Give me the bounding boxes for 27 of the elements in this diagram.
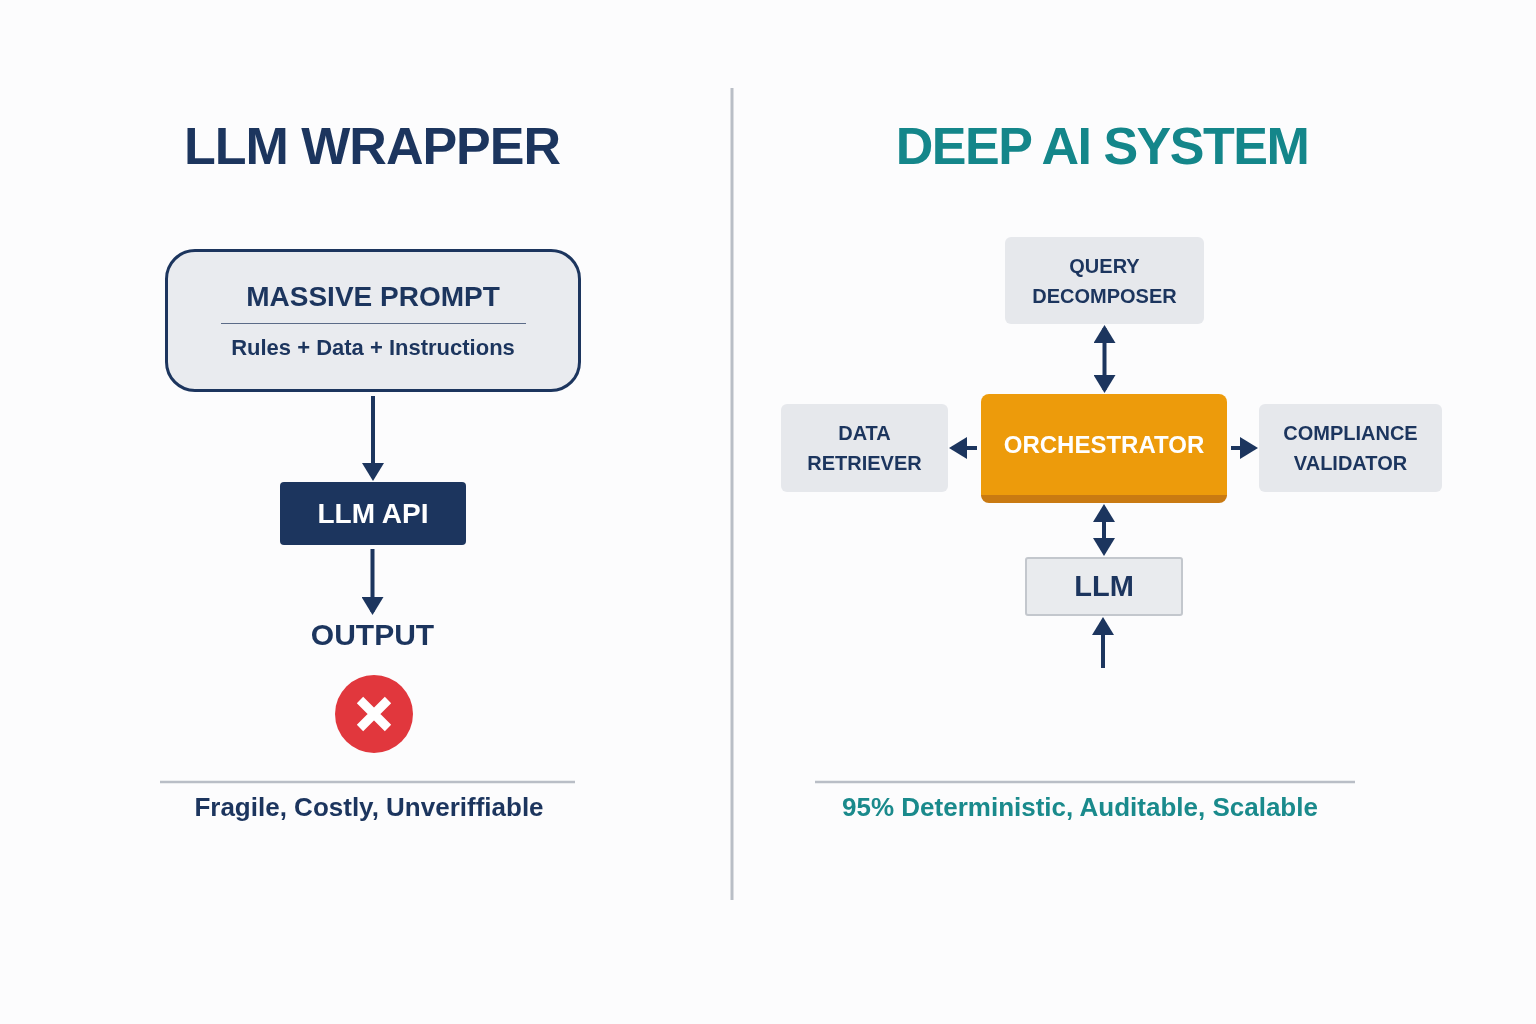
section-title: DEEP AI SYSTEM (895, 116, 1309, 176)
orchestrator-box (981, 394, 1227, 503)
section-title: LLM WRAPPER (183, 116, 561, 176)
box-label: ORCHESTRATOR (1003, 430, 1205, 459)
arrow (361, 549, 384, 615)
module-box (1005, 237, 1204, 324)
prompt-box (165, 249, 581, 392)
process-box (280, 482, 466, 545)
box-label: LLM (1074, 570, 1134, 603)
box-heading: MASSIVE PROMPT (246, 280, 500, 314)
box-label: LLM API (317, 497, 429, 530)
summary-text: Fragile, Costly, Unveriffiable (194, 792, 544, 823)
arrow (1092, 617, 1114, 668)
arrow (949, 437, 977, 459)
box-label: QUERY DECOMPOSER (1031, 253, 1178, 309)
box-label: DATA RETRIEVER (806, 421, 923, 476)
arrow (1093, 504, 1115, 556)
node-label: OUTPUT (300, 616, 445, 654)
arrow (1231, 437, 1258, 459)
module-box (781, 404, 948, 492)
module-box (1259, 404, 1442, 492)
summary-text: 95% Deterministic, Auditable, Scalable (842, 792, 1318, 823)
arrow (362, 396, 384, 481)
module-box (1025, 557, 1183, 616)
arrow (1093, 325, 1116, 393)
box-body: Rules + Data + Instructions (231, 335, 515, 361)
box-label: COMPLIANCE VALIDATOR (1282, 421, 1419, 476)
